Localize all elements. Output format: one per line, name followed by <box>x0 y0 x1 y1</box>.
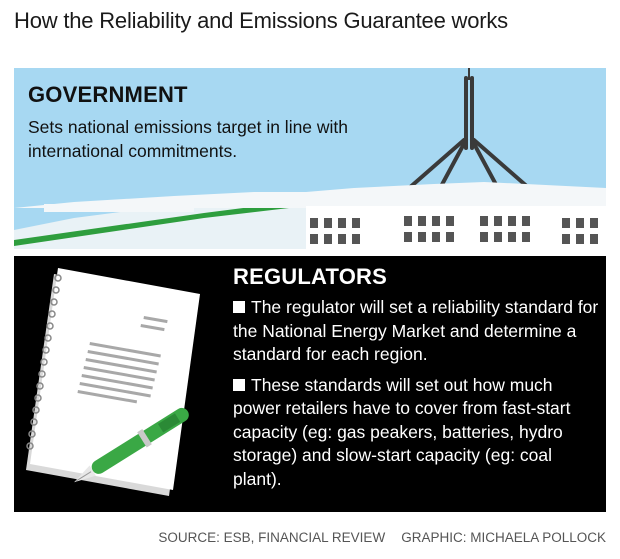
regulator-bullet-text: The regulator will set a reliability sta… <box>233 297 599 364</box>
regulators-bullet-list: The regulator will set a reliability sta… <box>233 296 603 498</box>
regulators-panel: REGULATORS The regulator will set a reli… <box>14 256 606 512</box>
regulator-bullet-item: The regulator will set a reliability sta… <box>233 296 603 367</box>
government-heading: GOVERNMENT <box>28 82 188 107</box>
building-left-block <box>44 204 194 212</box>
regulators-heading: REGULATORS <box>233 264 387 289</box>
regulator-bullet-item: These standards will set out how much po… <box>233 374 603 492</box>
building-facade <box>306 206 606 249</box>
government-panel: GOVERNMENT Sets national emissions targe… <box>14 68 606 249</box>
document-pen-illustration <box>26 268 200 496</box>
square-bullet-icon <box>233 378 245 391</box>
parliament-house-illustration <box>14 68 606 249</box>
pen-icon <box>74 407 189 483</box>
source-credit: SOURCE: ESB, FINANCIAL REVIEW <box>158 530 386 545</box>
lawn-green-stripe <box>14 200 306 246</box>
government-text: Sets national emissions target in line w… <box>28 117 349 161</box>
credits-footer: SOURCE: ESB, FINANCIAL REVIEW GRAPHIC: MI… <box>158 530 606 545</box>
infographic-title: How the Reliability and Emissions Guaran… <box>14 8 508 33</box>
graphic-credit: GRAPHIC: MICHAELA POLLOCK <box>401 530 606 545</box>
building-windows <box>310 216 598 244</box>
regulator-bullet-text: These standards will set out how much po… <box>233 374 571 489</box>
square-bullet-icon <box>233 301 245 313</box>
